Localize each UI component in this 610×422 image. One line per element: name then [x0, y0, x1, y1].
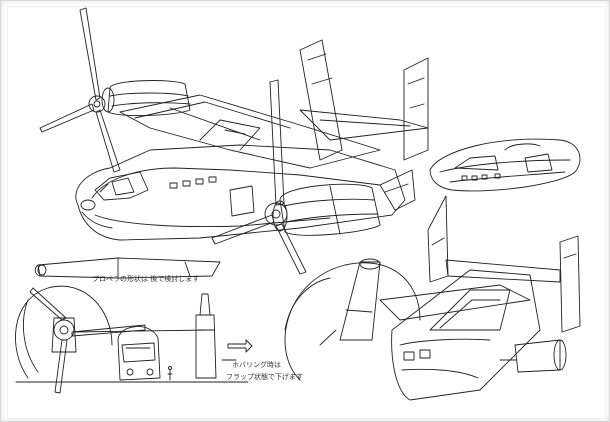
underside-detail-view: [430, 139, 580, 191]
drawing-sheet: [7, 6, 606, 419]
tail-note-line2: フラップ状態で下げます: [226, 373, 303, 381]
wing-note: プロペラの形状は 後で検討します: [92, 275, 200, 283]
main-aircraft-view: [40, 8, 428, 274]
wing-section-view: [35, 258, 220, 278]
tail-note-line1: ホバリング時は: [232, 361, 281, 369]
front-view: [15, 286, 252, 393]
rear-view: [285, 196, 580, 400]
